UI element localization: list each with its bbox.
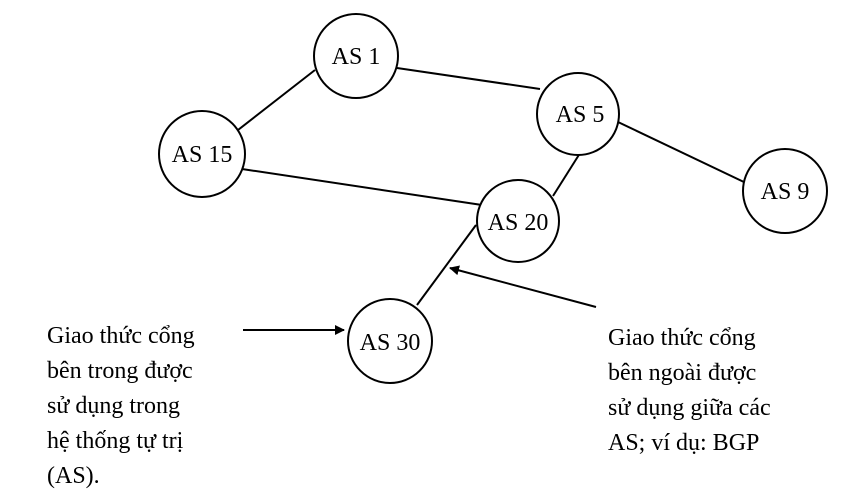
node-label: AS 15 xyxy=(172,142,233,168)
node-circle xyxy=(158,110,246,198)
caption-line: sử dụng trong xyxy=(47,393,181,419)
link-as1-as15 xyxy=(237,69,316,131)
link-as1-as5 xyxy=(396,67,541,90)
node-circle xyxy=(476,179,560,263)
caption-line: bên trong được xyxy=(47,358,193,384)
node-label: AS 1 xyxy=(332,44,381,70)
caption-line: (AS). xyxy=(47,463,100,489)
node-as15: AS 15 xyxy=(158,110,246,198)
node-label: AS 9 xyxy=(761,179,810,205)
link-as5-as9 xyxy=(617,121,747,184)
node-as20: AS 20 xyxy=(476,179,560,263)
exterior-gateway-caption: Giao thức cổng bên ngoài được sử dụng gi… xyxy=(608,321,771,461)
node-as5: AS 5 xyxy=(536,72,620,156)
node-circle xyxy=(313,13,399,99)
link-as20-as30 xyxy=(416,224,477,306)
node-label: AS 5 xyxy=(556,102,605,128)
interior-gateway-caption: Giao thức cổng bên trong được sử dụng tr… xyxy=(47,319,195,494)
node-circle xyxy=(742,148,828,234)
node-circle xyxy=(347,298,433,384)
link-as5-as20 xyxy=(552,149,583,197)
node-as1: AS 1 xyxy=(313,13,399,99)
link-as15-as20 xyxy=(241,168,483,206)
node-as30: AS 30 xyxy=(347,298,433,384)
node-label: AS 20 xyxy=(488,210,549,236)
caption-line: bên ngoài được xyxy=(608,360,757,386)
node-label: AS 30 xyxy=(360,330,421,356)
caption-line: sử dụng giữa các xyxy=(608,395,771,421)
arrow-exterior xyxy=(449,265,597,308)
caption-line: Giao thức cổng xyxy=(47,323,195,349)
caption-line: Giao thức cổng xyxy=(608,325,756,351)
node-circle xyxy=(536,72,620,156)
caption-line: AS; ví dụ: BGP xyxy=(608,430,760,456)
node-as9: AS 9 xyxy=(742,148,828,234)
caption-line: hệ thống tự trị xyxy=(47,428,184,454)
